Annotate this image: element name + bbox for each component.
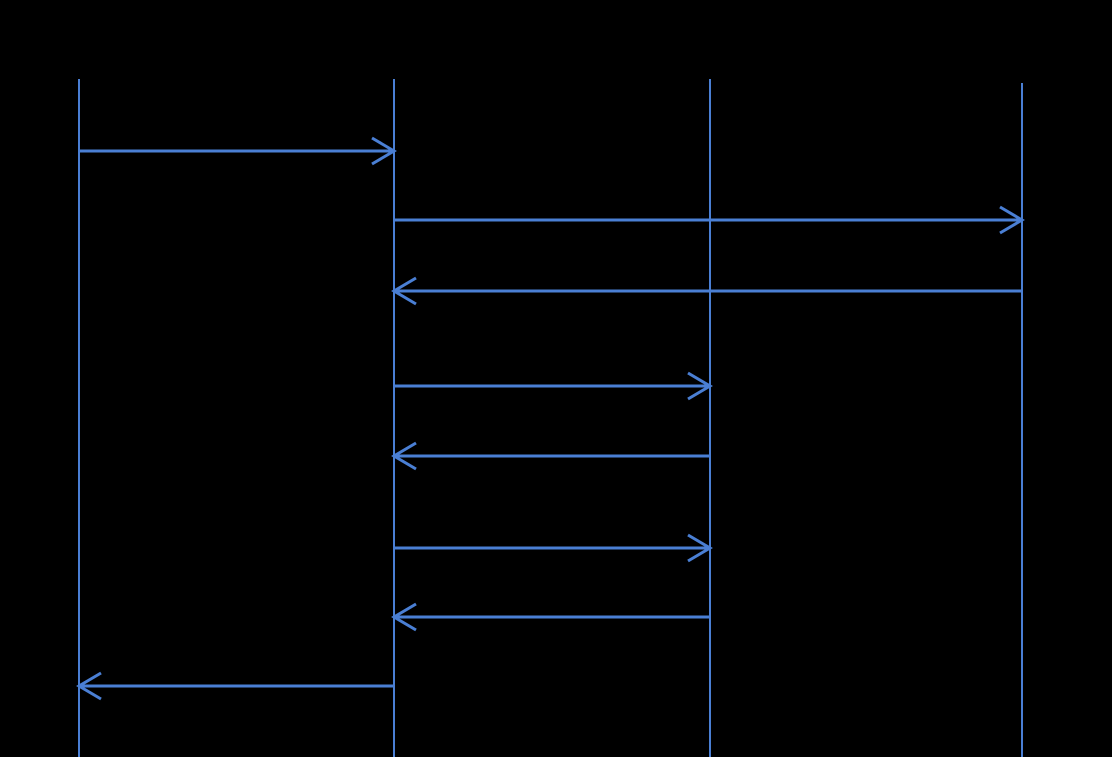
message-4[interactable] (394, 371, 713, 401)
message-8[interactable] (76, 671, 394, 701)
messages-group (76, 136, 1025, 701)
message-1[interactable] (79, 136, 397, 166)
arrowhead-2 (999, 205, 1025, 235)
message-3[interactable] (391, 276, 1022, 306)
message-7[interactable] (391, 602, 710, 632)
arrowhead-3 (391, 276, 417, 306)
arrowhead-6 (687, 533, 713, 563)
message-6[interactable] (394, 533, 713, 563)
lifelines-group (78, 79, 1023, 757)
arrowhead-5 (391, 441, 417, 471)
arrowhead-4 (687, 371, 713, 401)
arrowhead-8 (76, 671, 102, 701)
message-5[interactable] (391, 441, 710, 471)
arrowhead-7 (391, 602, 417, 632)
arrowhead-1 (371, 136, 397, 166)
message-2[interactable] (394, 205, 1025, 235)
